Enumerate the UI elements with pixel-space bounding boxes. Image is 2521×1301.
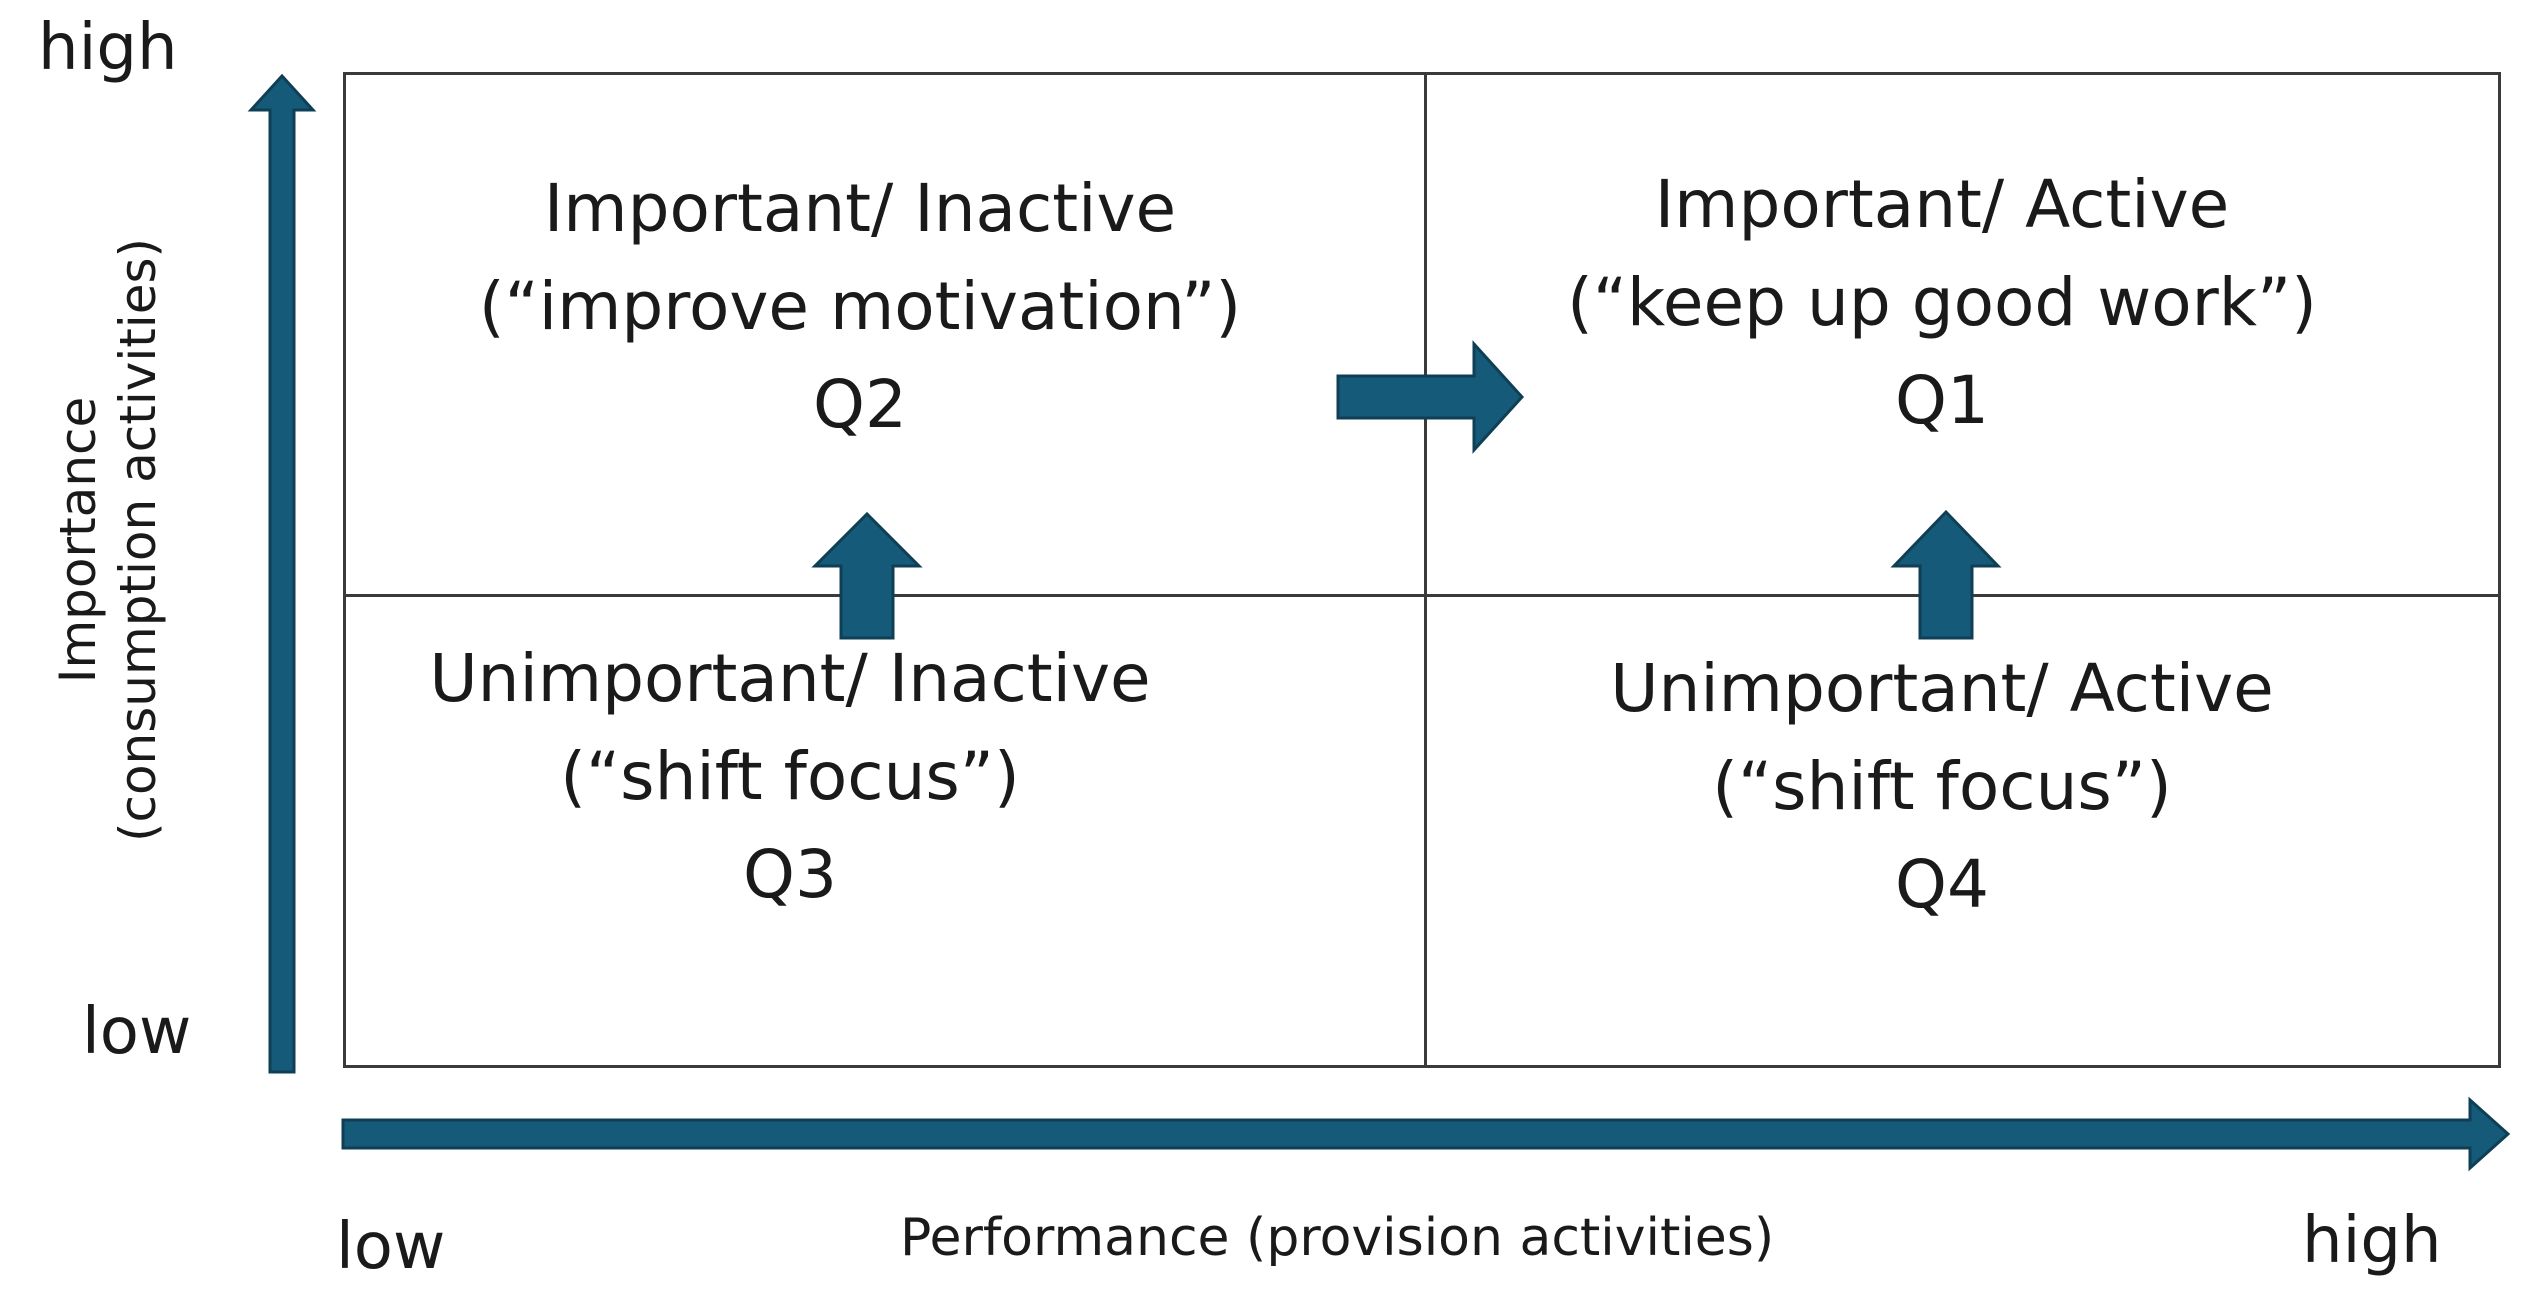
quadrant-q1: Important/ Active (“keep up good work”) … (1567, 156, 2317, 450)
x-axis-low-label: low (336, 1210, 446, 1284)
grid-vertical-divider (1424, 75, 1427, 1065)
quadrant-q1-title: Important/ Active (1654, 166, 2230, 243)
y-axis-arrow (247, 73, 317, 1074)
quadrant-q2-subtitle: (“improve motivation”) (478, 268, 1242, 345)
quadrant-grid (343, 72, 2501, 1068)
quadrant-q4: Unimportant/ Active (“shift focus”) Q4 (1610, 640, 2274, 934)
quadrant-q2-code: Q2 (813, 366, 907, 443)
transition-arrow-q4-to-q1 (1890, 509, 2002, 640)
quadrant-q2: Important/ Inactive (“improve motivation… (479, 160, 1241, 454)
transition-arrow-q2-to-q1 (1336, 340, 1525, 454)
quadrant-q4-code: Q4 (1895, 846, 1989, 923)
grid-horizontal-divider (346, 594, 2498, 597)
quadrant-q3-subtitle: (“shift focus”) (560, 738, 1020, 815)
y-axis-title-line1: Importance (49, 396, 107, 684)
y-axis-high-label: high (38, 11, 178, 85)
x-axis-arrow (341, 1096, 2511, 1172)
quadrant-q3-title: Unimportant/ Inactive (429, 640, 1151, 717)
quadrant-q1-code: Q1 (1895, 362, 1989, 439)
quadrant-q3: Unimportant/ Inactive (“shift focus”) Q3 (429, 630, 1150, 924)
y-axis-title: Importance (consumption activities) (48, 238, 168, 842)
transition-arrow-q3-to-q2 (811, 511, 923, 640)
y-axis-title-line2: (consumption activities) (109, 237, 167, 843)
quadrant-q4-title: Unimportant/ Active (1610, 650, 2274, 727)
quadrant-q3-code: Q3 (743, 836, 837, 913)
x-axis-title: Performance (provision activities) (900, 1208, 1775, 1268)
quadrant-q1-subtitle: (“keep up good work”) (1567, 264, 2317, 341)
quadrant-q4-subtitle: (“shift focus”) (1712, 748, 2172, 825)
x-axis-high-label: high (2302, 1204, 2442, 1278)
quadrant-q2-title: Important/ Inactive (543, 170, 1177, 247)
y-axis-low-label: low (82, 995, 192, 1069)
